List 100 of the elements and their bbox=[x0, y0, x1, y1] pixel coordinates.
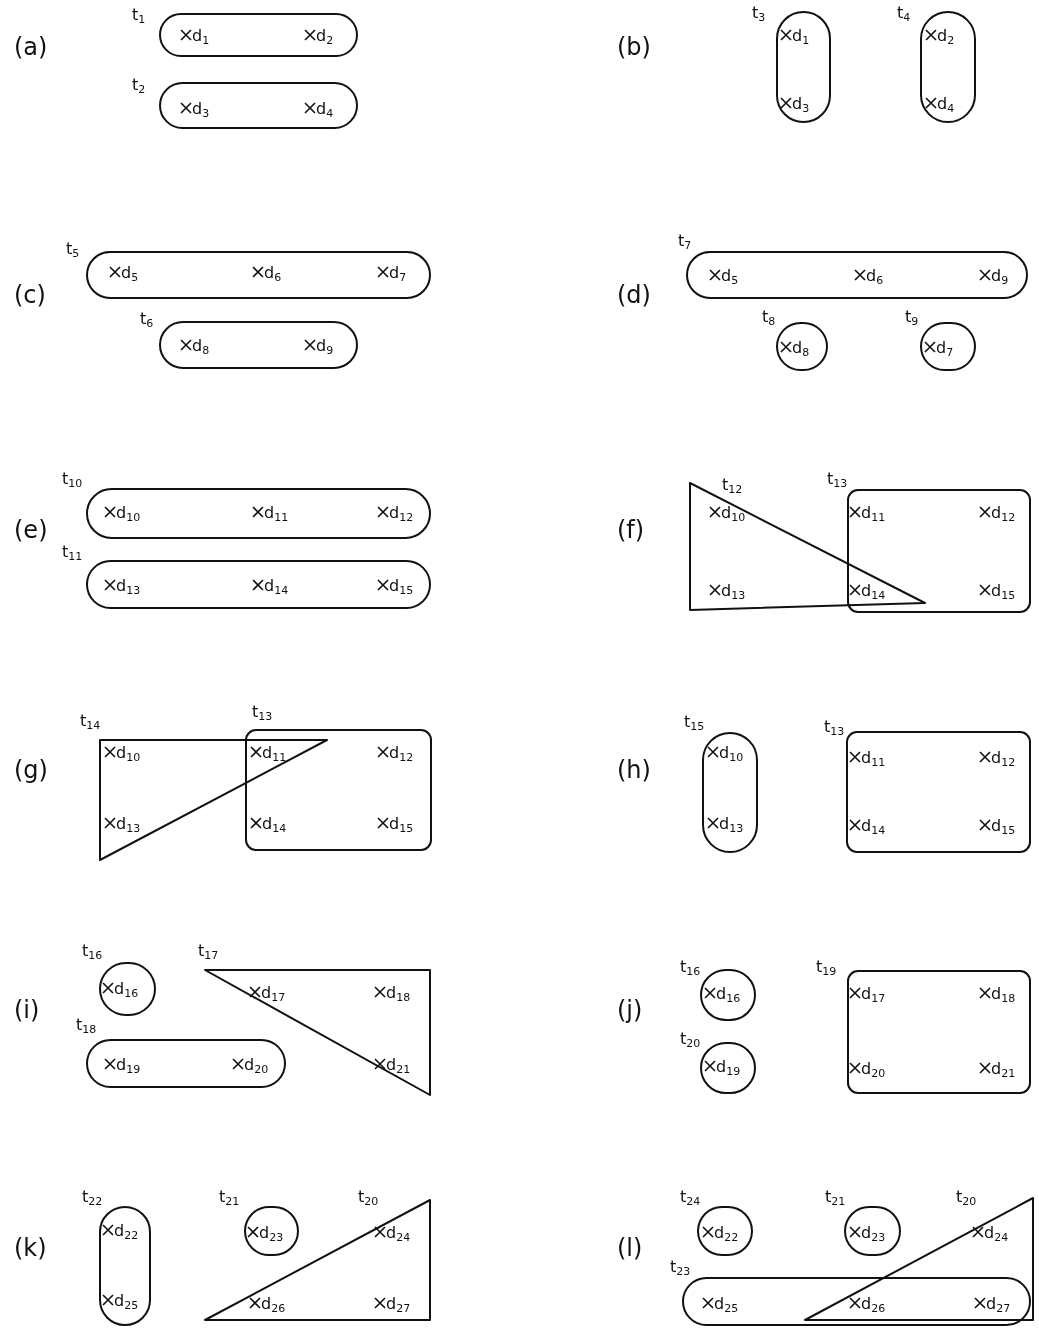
point-label: d$_{10}$ bbox=[116, 504, 141, 522]
point-label: d$_{17}$ bbox=[861, 985, 886, 1003]
point-label: d$_{23}$ bbox=[861, 1224, 886, 1242]
point-label: d$_{26}$ bbox=[861, 1295, 886, 1313]
point-label: d$_{16}$ bbox=[114, 980, 139, 998]
set-label: t$_{2}$ bbox=[132, 76, 146, 94]
point-label: d$_{11}$ bbox=[861, 504, 886, 522]
point-label: d$_{15}$ bbox=[389, 815, 414, 833]
point-label: d$_{4}$ bbox=[316, 100, 334, 118]
set-label: t$_{24}$ bbox=[680, 1188, 701, 1206]
point-label: d$_{3}$ bbox=[192, 100, 210, 118]
point-label: d$_{5}$ bbox=[121, 264, 139, 282]
point-label: d$_{19}$ bbox=[716, 1058, 741, 1076]
point-label: d$_{9}$ bbox=[316, 337, 334, 355]
point-label: d$_{18}$ bbox=[991, 985, 1016, 1003]
point-label: d$_{13}$ bbox=[116, 577, 141, 595]
point-label: d$_{14}$ bbox=[264, 577, 289, 595]
set-label: t$_{9}$ bbox=[905, 308, 919, 326]
set-label: t$_{18}$ bbox=[76, 1016, 97, 1034]
point-label: d$_{10}$ bbox=[721, 504, 746, 522]
set-label: t$_{11}$ bbox=[62, 543, 83, 561]
point-label: d$_{12}$ bbox=[991, 749, 1016, 767]
point-label: d$_{18}$ bbox=[386, 984, 411, 1002]
point-label: d$_{14}$ bbox=[861, 582, 886, 600]
point-label: d$_{14}$ bbox=[861, 817, 886, 835]
point-label: d$_{22}$ bbox=[114, 1222, 139, 1240]
point-label: d$_{21}$ bbox=[991, 1060, 1016, 1078]
point-label: d$_{14}$ bbox=[262, 815, 287, 833]
point-label: d$_{4}$ bbox=[937, 95, 955, 113]
panel-label: (d) bbox=[617, 281, 651, 309]
point-label: d$_{27}$ bbox=[386, 1295, 411, 1313]
point-label: d$_{3}$ bbox=[792, 95, 810, 113]
set-label: t$_{12}$ bbox=[722, 476, 743, 494]
point-label: d$_{11}$ bbox=[262, 744, 287, 762]
set-label: t$_{20}$ bbox=[956, 1188, 977, 1206]
point-label: d$_{17}$ bbox=[261, 984, 286, 1002]
point-label: d$_{6}$ bbox=[264, 264, 282, 282]
set-label: t$_{16}$ bbox=[680, 958, 701, 976]
point-label: d$_{11}$ bbox=[264, 504, 289, 522]
panel-label: (k) bbox=[14, 1234, 47, 1262]
panel-label: (c) bbox=[14, 281, 46, 309]
panel-label: (h) bbox=[617, 756, 651, 784]
set-label: t$_{14}$ bbox=[80, 712, 101, 730]
point-label: d$_{13}$ bbox=[719, 815, 744, 833]
point-label: d$_{8}$ bbox=[192, 337, 210, 355]
set-label: t$_{23}$ bbox=[670, 1258, 691, 1276]
set-label: t$_{13}$ bbox=[824, 718, 845, 736]
point-label: d$_{19}$ bbox=[116, 1056, 141, 1074]
point-label: d$_{22}$ bbox=[714, 1224, 739, 1242]
point-label: d$_{27}$ bbox=[986, 1295, 1011, 1313]
point-label: d$_{2}$ bbox=[937, 27, 955, 45]
point-label: d$_{26}$ bbox=[261, 1295, 286, 1313]
point-label: d$_{12}$ bbox=[389, 504, 414, 522]
panel-label: (a) bbox=[14, 33, 48, 61]
point-label: d$_{10}$ bbox=[719, 744, 744, 762]
set-label: t$_{6}$ bbox=[140, 310, 154, 328]
point-label: d$_{12}$ bbox=[389, 744, 414, 762]
point-label: d$_{9}$ bbox=[991, 267, 1009, 285]
point-label: d$_{20}$ bbox=[861, 1060, 886, 1078]
point-label: d$_{24}$ bbox=[984, 1224, 1009, 1242]
panel-label: (e) bbox=[14, 516, 48, 544]
set-label: t$_{21}$ bbox=[219, 1188, 240, 1206]
point-label: d$_{21}$ bbox=[386, 1056, 411, 1074]
set-label: t$_{16}$ bbox=[82, 942, 103, 960]
point-label: d$_{1}$ bbox=[792, 27, 810, 45]
set-label: t$_{5}$ bbox=[66, 240, 80, 258]
panel-label: (i) bbox=[14, 996, 40, 1024]
point-label: d$_{2}$ bbox=[316, 27, 334, 45]
set-label: t$_{10}$ bbox=[62, 470, 83, 488]
set-label: t$_{20}$ bbox=[358, 1188, 379, 1206]
point-label: d$_{15}$ bbox=[991, 582, 1016, 600]
set-label: t$_{20}$ bbox=[680, 1030, 701, 1048]
panel-label: (b) bbox=[617, 33, 651, 61]
point-label: d$_{20}$ bbox=[244, 1056, 269, 1074]
point-label: d$_{11}$ bbox=[861, 749, 886, 767]
set-label: t$_{17}$ bbox=[198, 942, 219, 960]
set-label: t$_{15}$ bbox=[684, 713, 705, 731]
set-label: t$_{3}$ bbox=[752, 4, 766, 22]
panel-label: (l) bbox=[617, 1234, 643, 1262]
point-label: d$_{7}$ bbox=[389, 264, 407, 282]
panel-label: (j) bbox=[617, 996, 643, 1024]
point-label: d$_{1}$ bbox=[192, 27, 210, 45]
point-label: d$_{24}$ bbox=[386, 1224, 411, 1242]
point-label: d$_{25}$ bbox=[714, 1295, 739, 1313]
point-label: d$_{6}$ bbox=[866, 267, 884, 285]
point-label: d$_{10}$ bbox=[116, 744, 141, 762]
panel-label: (f) bbox=[617, 516, 645, 544]
set-label: t$_{19}$ bbox=[816, 958, 837, 976]
point-label: d$_{25}$ bbox=[114, 1292, 139, 1310]
set-label: t$_{22}$ bbox=[82, 1188, 103, 1206]
set-label: t$_{13}$ bbox=[252, 703, 273, 721]
point-label: d$_{23}$ bbox=[259, 1224, 284, 1242]
set-label: t$_{21}$ bbox=[825, 1188, 846, 1206]
set-label: t$_{8}$ bbox=[762, 308, 776, 326]
point-label: d$_{13}$ bbox=[116, 815, 141, 833]
set-label: t$_{1}$ bbox=[132, 6, 146, 24]
point-label: d$_{16}$ bbox=[716, 985, 741, 1003]
point-label: d$_{15}$ bbox=[389, 577, 414, 595]
set-label: t$_{13}$ bbox=[827, 470, 848, 488]
point-label: d$_{12}$ bbox=[991, 504, 1016, 522]
